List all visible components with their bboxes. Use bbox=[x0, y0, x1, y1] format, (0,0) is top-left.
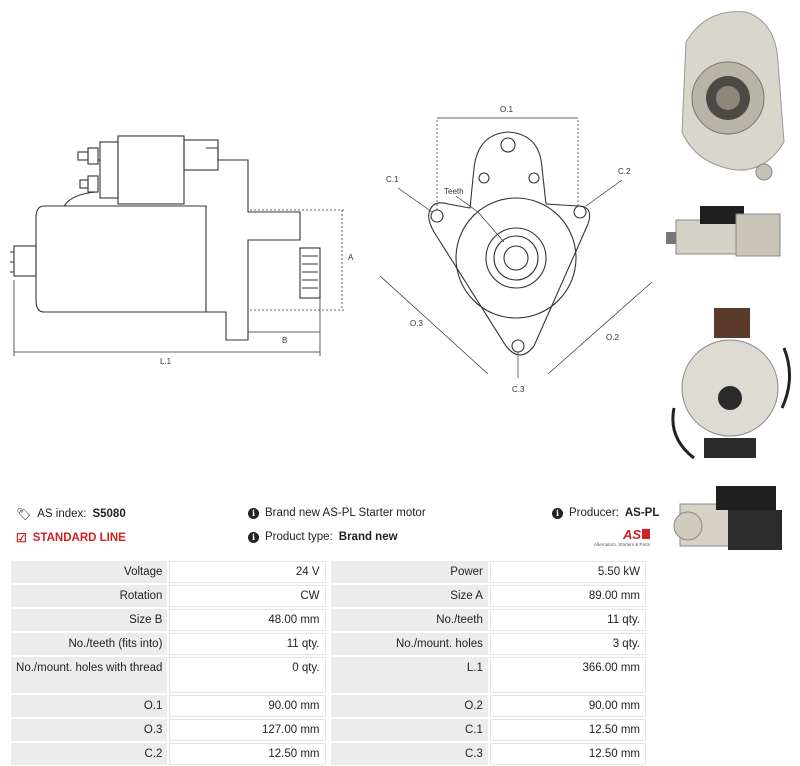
spec-gap bbox=[327, 585, 330, 607]
spec-gap bbox=[327, 633, 330, 655]
spec-label: No./teeth (fits into) bbox=[11, 633, 168, 655]
spec-label: C.2 bbox=[11, 743, 168, 765]
spec-label: Size A bbox=[331, 585, 488, 607]
spec-label: No./mount. holes with thread bbox=[11, 657, 168, 693]
dim-label-c1: C.1 bbox=[386, 175, 399, 184]
spec-value: 5.50 kW bbox=[489, 561, 646, 583]
dim-label-l1: L.1 bbox=[160, 357, 172, 366]
spec-gap bbox=[327, 609, 330, 631]
mount-hole-c2 bbox=[573, 205, 587, 219]
spec-value: 89.00 mm bbox=[489, 585, 646, 607]
product-photo-rear[interactable] bbox=[664, 288, 798, 466]
spec-gap bbox=[327, 561, 330, 583]
spec-value: 127.00 mm bbox=[169, 719, 326, 741]
as-index-row: 🏷 AS index: S5080 bbox=[16, 507, 126, 521]
description-row: i Brand new AS-PL Starter motor bbox=[248, 507, 426, 519]
dim-label-c2: C.2 bbox=[618, 167, 631, 176]
spec-label: C.1 bbox=[331, 719, 488, 741]
product-description: Brand new AS-PL Starter motor bbox=[265, 507, 426, 519]
as-pl-logo: AS Alternators, Starters & Parts bbox=[586, 528, 650, 554]
dim-label-o2: O.2 bbox=[606, 333, 619, 342]
technical-drawing: A B L.1 O.1 O.2 O.3 C.1 C.2 C.3 Teeth bbox=[10, 105, 653, 394]
spec-label: No./mount. holes bbox=[331, 633, 488, 655]
spec-row: No./teeth (fits into)11 qty.No./mount. h… bbox=[11, 633, 646, 655]
producer-label: Producer: bbox=[569, 507, 619, 519]
as-index-value: S5080 bbox=[92, 508, 126, 520]
spec-label: Rotation bbox=[11, 585, 168, 607]
spec-value: 366.00 mm bbox=[489, 657, 646, 693]
producer-value: AS-PL bbox=[624, 507, 660, 519]
info-icon: i bbox=[248, 531, 259, 543]
starter-side-body bbox=[35, 205, 207, 313]
spec-label: L.1 bbox=[331, 657, 488, 693]
product-type-row: i Product type: Brand new bbox=[248, 531, 398, 543]
product-photo-front[interactable] bbox=[666, 2, 798, 188]
dim-label-b: B bbox=[282, 336, 287, 345]
checkbox-icon: ☑ bbox=[16, 531, 27, 545]
product-type-label: Product type: bbox=[265, 531, 333, 543]
spec-label: No./teeth bbox=[331, 609, 488, 631]
flange-body-circle bbox=[455, 197, 577, 319]
spec-value: 11 qty. bbox=[489, 609, 646, 631]
spec-gap bbox=[327, 743, 330, 765]
spec-label: Voltage bbox=[11, 561, 168, 583]
spec-gap bbox=[327, 719, 330, 741]
spec-label: O.1 bbox=[11, 695, 168, 717]
spec-label: C.3 bbox=[331, 743, 488, 765]
as-index-label: AS index: bbox=[37, 508, 87, 520]
spec-value: 48.00 mm bbox=[169, 609, 326, 631]
spec-gap bbox=[327, 695, 330, 717]
mount-hole-c3 bbox=[511, 339, 525, 353]
dim-label-c3: C.3 bbox=[512, 385, 525, 394]
spec-value: 11 qty. bbox=[169, 633, 326, 655]
spec-label: O.2 bbox=[331, 695, 488, 717]
spec-value: CW bbox=[169, 585, 326, 607]
spec-value: 12.50 mm bbox=[489, 719, 646, 741]
spec-label: Size B bbox=[11, 609, 168, 631]
info-icon: i bbox=[248, 507, 259, 519]
product-photo-angle[interactable] bbox=[666, 478, 798, 562]
producer-row: i Producer: AS-PL bbox=[552, 507, 659, 519]
spec-value: 0 qty. bbox=[169, 657, 326, 693]
logo-tagline: Alternators, Starters & Parts bbox=[593, 542, 650, 547]
spec-gap bbox=[327, 657, 330, 693]
line-row: ☑ STANDARD LINE bbox=[16, 531, 126, 545]
mount-hole-c1 bbox=[430, 209, 444, 223]
standard-line-label: STANDARD LINE bbox=[32, 532, 126, 544]
logo-text: AS bbox=[622, 527, 641, 542]
spec-value: 12.50 mm bbox=[169, 743, 326, 765]
spec-value: 12.50 mm bbox=[489, 743, 646, 765]
flange-outline bbox=[428, 131, 591, 356]
spec-value: 3 qty. bbox=[489, 633, 646, 655]
dim-label-o3: O.3 bbox=[410, 319, 423, 328]
tags-icon: 🏷 bbox=[16, 507, 32, 521]
product-photo-side[interactable] bbox=[666, 192, 798, 266]
teeth-label: Teeth bbox=[444, 187, 464, 196]
dim-label-o1: O.1 bbox=[500, 105, 513, 114]
dim-label-a: A bbox=[348, 253, 354, 262]
spec-label: O.3 bbox=[11, 719, 168, 741]
info-icon: i bbox=[552, 507, 563, 519]
spec-value: 90.00 mm bbox=[169, 695, 326, 717]
product-type-value: Brand new bbox=[338, 531, 398, 543]
spec-value: 24 V bbox=[169, 561, 326, 583]
spec-label: Power bbox=[331, 561, 488, 583]
spec-value: 90.00 mm bbox=[489, 695, 646, 717]
solenoid-body bbox=[117, 135, 185, 205]
